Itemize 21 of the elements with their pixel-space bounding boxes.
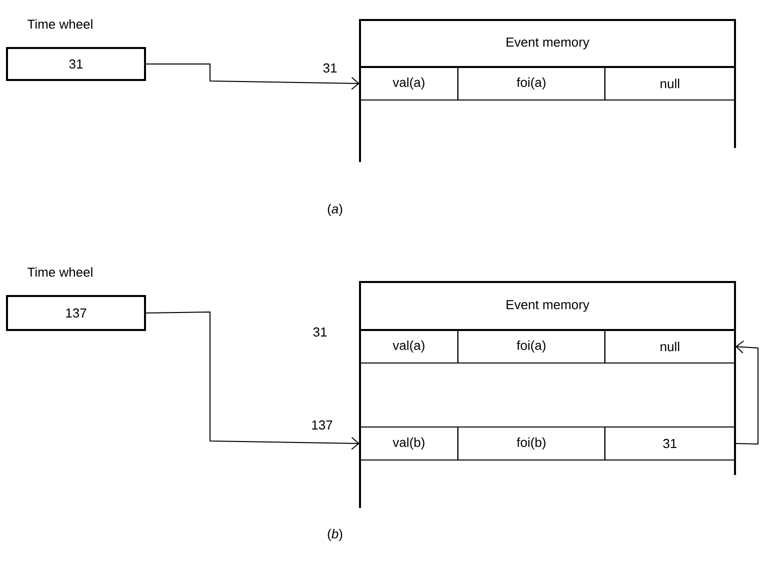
memory-cell: 31 (604, 426, 736, 460)
arrow (146, 311, 360, 450)
edge-label: 31 (323, 63, 337, 73)
time-wheel-box: 137 (6, 295, 146, 331)
memory-cell: val(a) (359, 330, 458, 364)
edge-label: 137 (312, 420, 332, 430)
memory-cell: null (604, 330, 736, 364)
memory-cell: val(b) (359, 426, 458, 460)
caption-label: (a) (328, 204, 342, 216)
memory-cell: null (604, 66, 736, 100)
box-title: Time wheel (28, 19, 92, 29)
memory-cell: val(a) (359, 66, 458, 100)
arrow (146, 64, 360, 90)
memory-cell: foi(a) (457, 330, 606, 364)
box-title: Time wheel (28, 267, 92, 277)
caption-label: (b) (328, 528, 342, 542)
arrow (734, 340, 758, 444)
memory-cell: foi(a) (457, 66, 606, 100)
memory-cell: foi(b) (457, 426, 606, 460)
time-wheel-box: 31 (6, 47, 146, 81)
caption-label: 31 (313, 327, 327, 337)
